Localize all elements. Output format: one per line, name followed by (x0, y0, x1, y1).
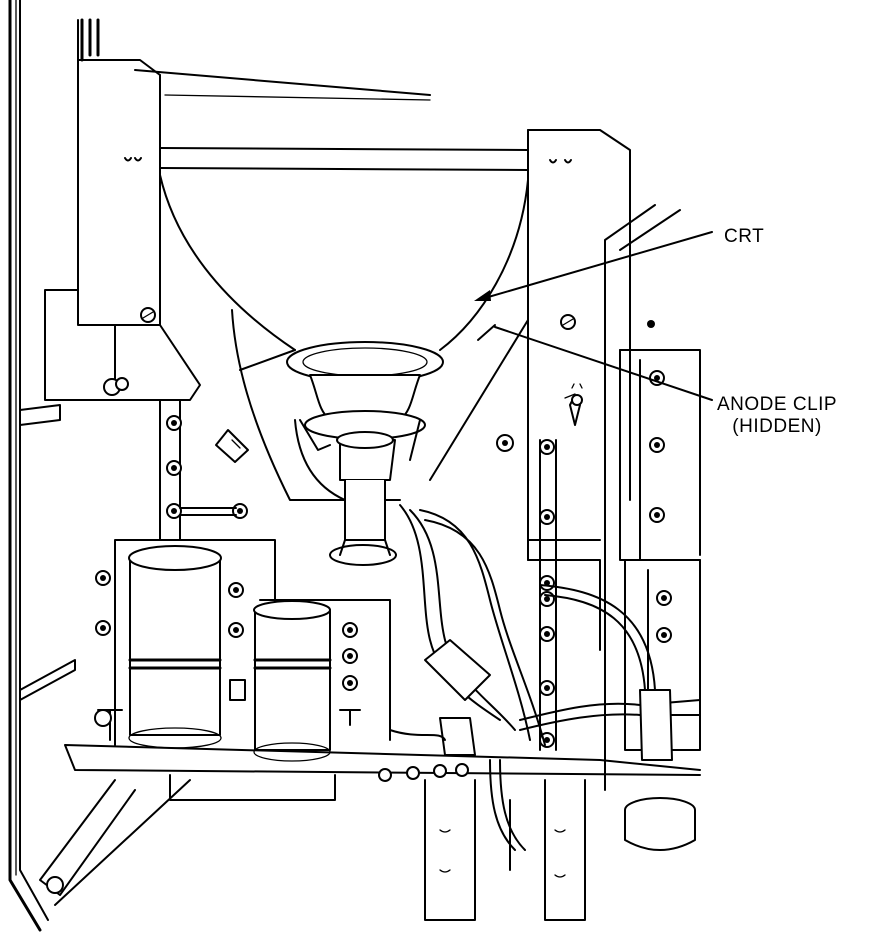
crt-leader-line (477, 231, 713, 301)
anode-clip-label-line2: (HIDDEN) (732, 416, 822, 437)
right-column-screws (496, 383, 583, 751)
crt-label: CRT (724, 226, 765, 247)
crt-funnel (159, 174, 529, 501)
bottom-chassis (39, 744, 701, 921)
crt-leader-arrowhead (474, 290, 491, 301)
anode-clip-leader-line (494, 326, 713, 401)
center-post (119, 399, 249, 541)
left-capacitor (94, 539, 276, 749)
crt-neck (286, 341, 444, 566)
callout-leaders (474, 231, 713, 401)
upper-left-bracket (44, 18, 431, 401)
top-frame-bar (159, 129, 631, 561)
anode-clip-label-line1: ANODE CLIP (717, 394, 838, 415)
right-capacitor (253, 599, 391, 762)
anode-clip-label: ANODE CLIP (HIDDEN) (717, 394, 837, 438)
wire-harness (389, 504, 701, 851)
cabinet-side-wall (8, 0, 76, 932)
